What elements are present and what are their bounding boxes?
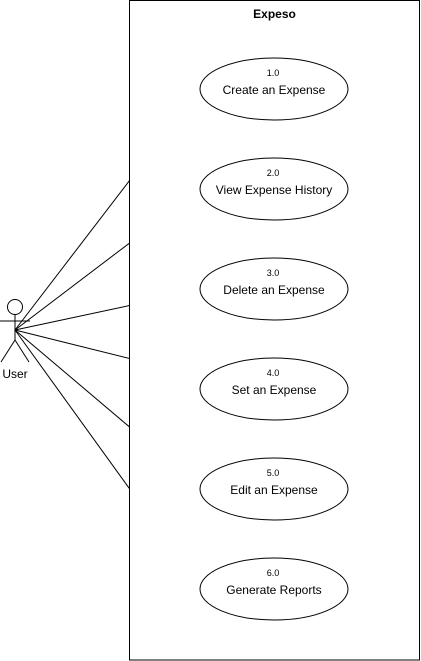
actor-left-leg [0, 339, 16, 363]
use-case-2-label: View Expense History [216, 183, 333, 197]
system-title: Expeso [253, 7, 296, 21]
use-case-4-number: 4.0 [267, 368, 280, 378]
use-case-5-number: 5.0 [267, 468, 280, 478]
actor-right-leg [14, 339, 30, 363]
use-case-3: 3.0 Delete an Expense [199, 257, 349, 321]
use-case-6-number: 6.0 [267, 568, 280, 578]
use-case-2: 2.0 View Expense History [199, 157, 349, 221]
use-case-5-label: Edit an Expense [230, 483, 318, 497]
use-case-3-label: Delete an Expense [223, 283, 325, 297]
use-case-1: 1.0 Create an Expense [199, 57, 349, 121]
actor-head [7, 299, 23, 315]
actor-label: User [2, 367, 27, 381]
use-case-3-ellipse [199, 257, 349, 321]
use-case-1-number: 1.0 [267, 68, 280, 78]
actor-user [0, 299, 30, 363]
use-case-2-number: 2.0 [267, 168, 280, 178]
use-case-2-ellipse [199, 157, 349, 221]
use-case-6: 6.0 Generate Reports [199, 557, 349, 621]
use-case-6-ellipse [199, 557, 349, 621]
use-case-3-number: 3.0 [267, 268, 280, 278]
use-case-5-ellipse [199, 457, 349, 521]
use-case-4-ellipse [199, 357, 349, 421]
use-case-1-ellipse [199, 57, 349, 121]
use-case-4-label: Set an Expense [232, 383, 317, 397]
use-case-6-label: Generate Reports [226, 583, 321, 597]
use-case-4: 4.0 Set an Expense [199, 357, 349, 421]
use-case-1-label: Create an Expense [223, 83, 326, 97]
use-case-5: 5.0 Edit an Expense [199, 457, 349, 521]
